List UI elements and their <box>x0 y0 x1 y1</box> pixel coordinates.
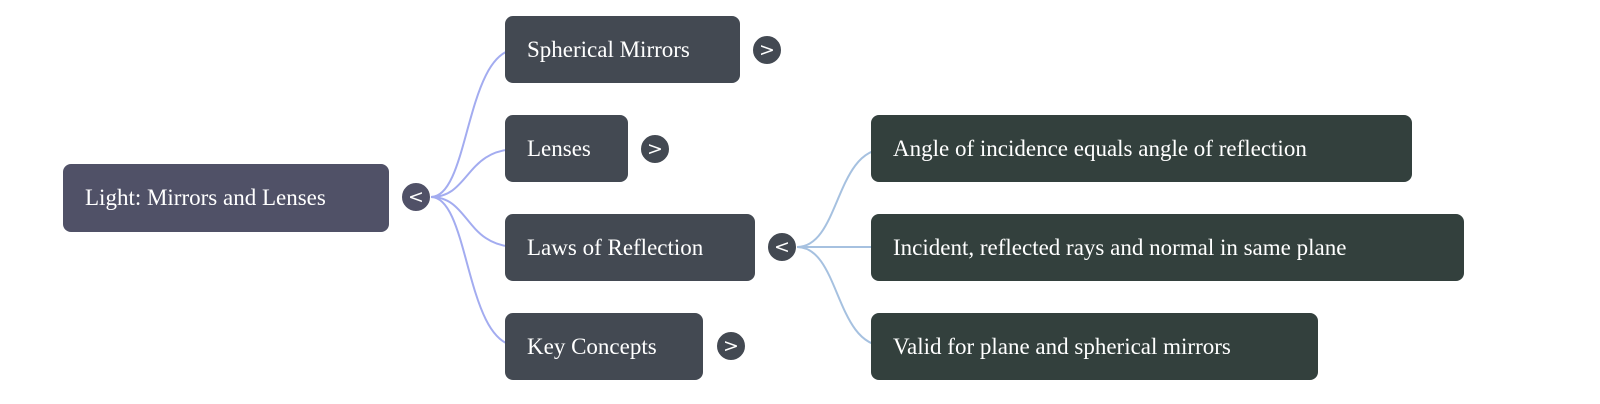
node-key-concepts[interactable]: Key Concepts <box>505 313 703 380</box>
collapse-toggle-root[interactable]: < <box>401 182 431 212</box>
chevron-right-icon: > <box>759 38 775 61</box>
node-label: Incident, reflected rays and normal in s… <box>893 234 1347 260</box>
link-root-lenses <box>430 148 519 198</box>
chevron-left-icon: < <box>408 185 424 208</box>
link-root-laws-of-reflection <box>430 196 519 248</box>
node-valid-for-mirrors[interactable]: Valid for plane and spherical mirrors <box>871 313 1318 380</box>
node-incident-reflected-rays[interactable]: Incident, reflected rays and normal in s… <box>871 214 1464 281</box>
expand-toggle-lenses[interactable]: > <box>640 134 670 164</box>
chevron-right-icon: > <box>723 334 739 357</box>
node-lenses[interactable]: Lenses <box>505 115 628 182</box>
link-root-spherical-mirrors <box>430 48 519 198</box>
node-label: Lenses <box>527 135 591 161</box>
link-laws-angle <box>796 148 886 248</box>
expand-toggle-spherical-mirrors[interactable]: > <box>752 35 782 65</box>
node-label: Spherical Mirrors <box>527 36 690 62</box>
root-node-label: Light: Mirrors and Lenses <box>85 185 326 210</box>
node-label: Laws of Reflection <box>527 234 704 260</box>
link-root-key-concepts <box>430 196 519 347</box>
node-angle-of-incidence[interactable]: Angle of incidence equals angle of refle… <box>871 115 1412 182</box>
expand-toggle-key-concepts[interactable]: > <box>716 331 746 361</box>
node-laws-of-reflection[interactable]: Laws of Reflection <box>505 214 755 281</box>
collapse-toggle-laws-of-reflection[interactable]: < <box>767 232 797 262</box>
node-label: Angle of incidence equals angle of refle… <box>893 135 1307 161</box>
chevron-right-icon: > <box>647 137 663 160</box>
node-label: Key Concepts <box>527 333 657 359</box>
root-node[interactable]: Light: Mirrors and Lenses <box>63 164 389 232</box>
node-label: Valid for plane and spherical mirrors <box>893 333 1231 359</box>
chevron-left-icon: < <box>774 235 790 258</box>
node-spherical-mirrors[interactable]: Spherical Mirrors <box>505 16 740 83</box>
link-laws-valid <box>796 246 886 347</box>
